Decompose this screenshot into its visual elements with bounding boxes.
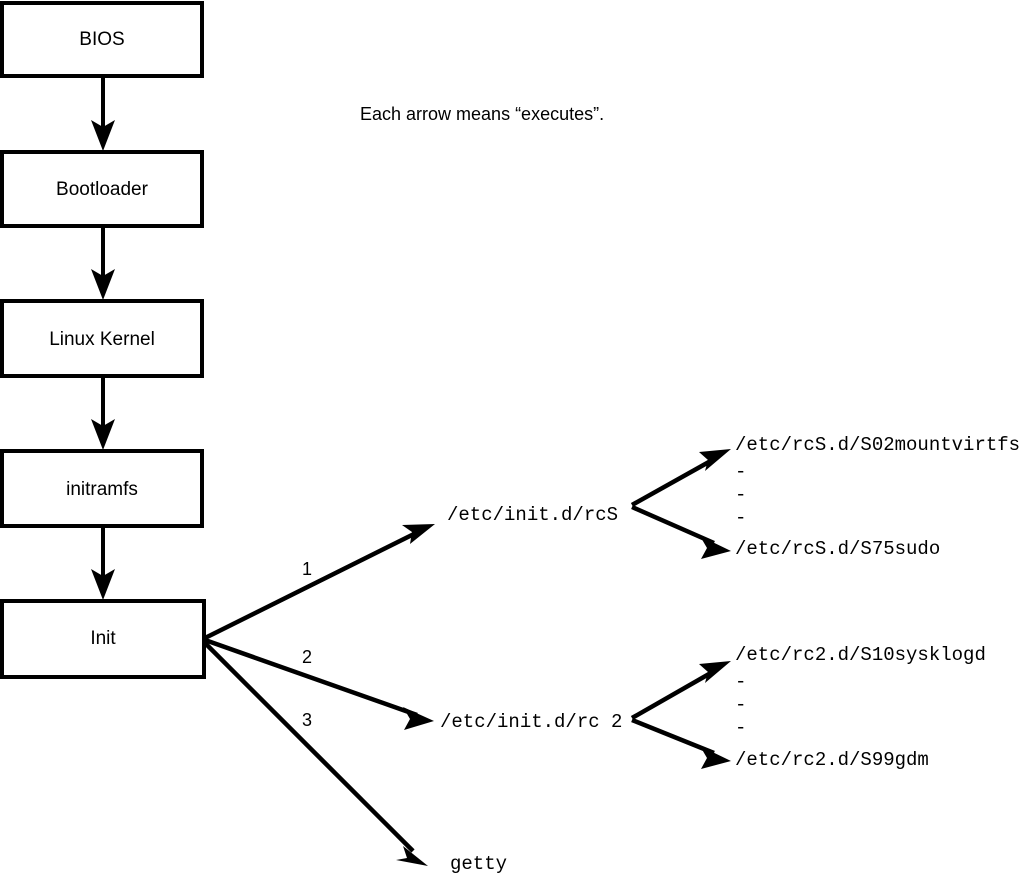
arrow-head-icon [91,269,115,300]
box-linux-kernel: Linux Kernel [0,299,204,378]
arrow-head-icon [91,419,115,450]
box-initramfs-rect [0,449,204,528]
rc2-ellipsis-dash-1: - [735,671,746,693]
edge-rcs-to-first-script [630,449,731,507]
rc2-ellipsis-dash-2: - [735,694,746,716]
box-bootloader: Bootloader [0,150,204,228]
label-rc2-last-script: /etc/rc2.d/S99gdm [735,749,929,771]
box-initramfs-label: initramfs [66,479,138,500]
edge-rc2-to-last-script [631,717,731,769]
arrow-head-icon [700,746,731,769]
arrow-kernel-to-initramfs [91,376,115,450]
box-init-label: Init [90,628,116,649]
edge-rc2-to-first-script [630,661,731,720]
box-bios-rect [0,1,204,78]
box-initramfs: initramfs [0,449,204,528]
rcs-ellipsis-dash-3: - [735,507,746,529]
edge-init-branch-2: 2 [204,637,434,730]
arrow-head-icon [699,449,731,471]
rcs-ellipsis-dash-1: - [735,461,746,483]
arrow-bios-to-bootloader [91,76,115,151]
label-rc2-first-script: /etc/rc2.d/S10sysklogd [735,644,986,666]
label-getty: getty [450,853,507,875]
arrow-initramfs-to-init [91,526,115,600]
arrow-head-icon [403,707,434,730]
label-init-d-rc2: /etc/init.d/rc 2 [440,711,622,733]
arrow-head-icon [396,846,428,866]
box-bootloader-label: Bootloader [56,179,149,200]
box-bios: BIOS [0,1,204,78]
arrow-head-icon [91,569,115,600]
label-init-d-rcs: /etc/init.d/rcS [447,504,618,526]
arrow-head-icon [699,661,731,683]
arrow-head-icon [700,536,731,559]
edge-number-3: 3 [302,710,312,730]
label-rcs-last-script: /etc/rcS.d/S75sudo [735,538,940,560]
arrow-head-icon [402,524,435,544]
edge-init-branch-3: 3 [203,641,428,866]
box-linux-kernel-label: Linux Kernel [49,329,155,350]
box-init-rect [0,599,206,679]
box-bios-label: BIOS [79,29,124,50]
arrow-bootloader-to-kernel [91,226,115,300]
arrow-head-icon [91,120,115,151]
edge-number-2: 2 [302,647,312,667]
rcs-ellipsis-dash-2: - [735,484,746,506]
diagram-caption: Each arrow means “executes”. [360,104,604,124]
edge-init-branch-1: 1 [203,524,435,641]
label-rcs-first-script: /etc/rcS.d/S02mountvirtfs [735,434,1020,456]
edge-rcs-to-last-script [631,504,731,559]
rc2-ellipsis-dash-3: - [735,717,746,739]
box-init: Init [0,599,206,679]
edge-number-1: 1 [302,559,312,579]
